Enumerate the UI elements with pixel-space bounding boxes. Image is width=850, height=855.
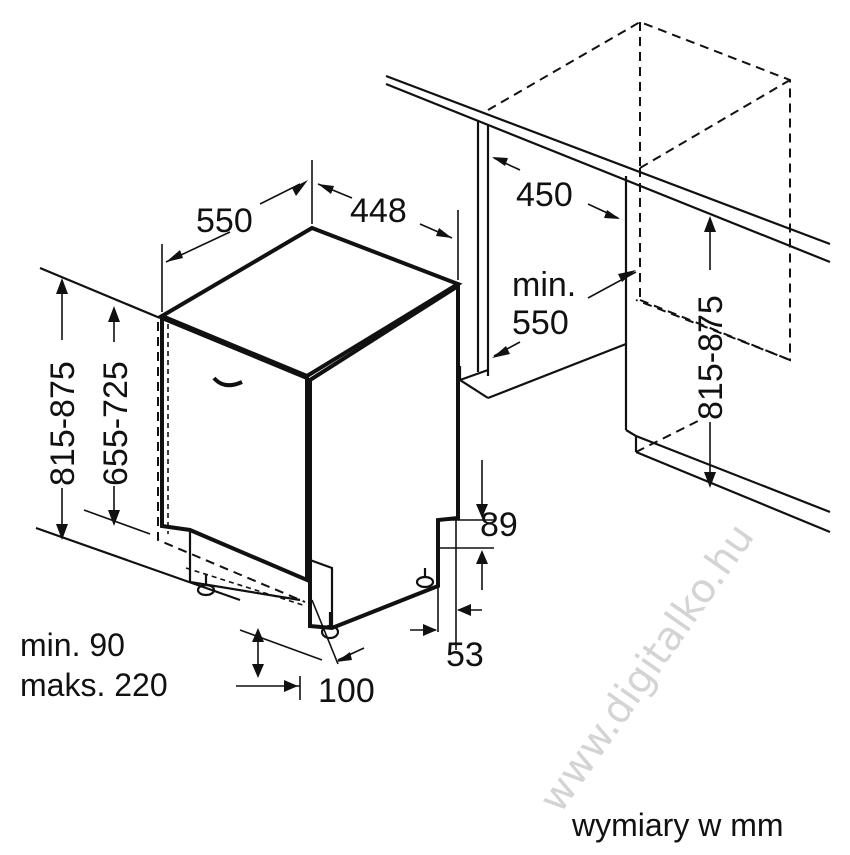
arrow-head [108,306,120,322]
arrow-head [284,680,298,692]
label-height-655-725: 655-725 [97,361,135,486]
label-height-815-875-right: 815-875 [692,295,730,420]
arrow-head [704,216,716,232]
worktop-front-edge [385,74,831,246]
label-depth-100: 100 [318,672,375,710]
ext-line [311,599,339,665]
label-foot-53: 53 [446,636,484,674]
door-outline-dashed [157,322,306,603]
dishwasher-top [157,225,463,379]
arrow-head [618,270,636,282]
worktop-lower-edge [385,82,831,264]
arrow-head [336,652,352,662]
floor-niche-line [459,368,489,382]
arrow-head [166,250,183,262]
arrow-head [704,472,716,488]
arrow-head [457,604,471,616]
floor-guide-line [35,526,241,602]
foot-back-right [415,575,435,589]
label-niche-min: min. [512,266,576,304]
arrow-head [492,346,510,358]
label-niche-550: 550 [512,304,569,342]
arrow-head [252,628,264,642]
arrow-head [252,664,264,678]
label-plinth-min: min. 90 [20,627,125,663]
dishwasher-drawing: 550 448 815-875 655-725 min. 90 maks. 22… [20,160,518,710]
floor-niche-line [487,342,627,400]
arrow-head [108,510,120,526]
arrow-head [318,184,334,194]
arrow-head [436,228,452,238]
dishwasher-door [160,315,309,584]
plinth-dashed [185,567,307,607]
label-plinth-89: 89 [480,506,518,544]
worktop-guide-line [39,266,161,320]
arrow-head [423,624,437,636]
kickplate-edge [188,532,301,602]
arrow-head [492,157,508,166]
arrow-head [476,504,488,518]
ext-line [239,629,323,661]
units-caption: wymiary w mm [571,807,784,843]
door-handle-icon [212,376,243,388]
niche-floor-front [635,419,701,453]
arrow-head [604,210,620,219]
niche-top-dashed [639,79,791,169]
arrow-head [476,550,488,564]
watermark-text: www.digitalko.hu [531,515,764,820]
niche-drawing: 450 min. 550 815-875 [385,20,831,534]
arrow-head [292,180,308,196]
ext-line [83,509,151,535]
arrow-head [56,278,68,294]
label-width-448: 448 [350,192,407,230]
niche-floor-dashed [639,299,791,361]
kickplate-side [309,558,334,628]
floor-right-line [635,450,831,534]
label-plinth-max: maks. 220 [20,667,168,703]
arrow-head [56,524,68,540]
label-depth-550: 550 [196,202,253,240]
label-height-815-875-left: 815-875 [44,361,82,486]
label-niche-450: 450 [516,176,573,214]
